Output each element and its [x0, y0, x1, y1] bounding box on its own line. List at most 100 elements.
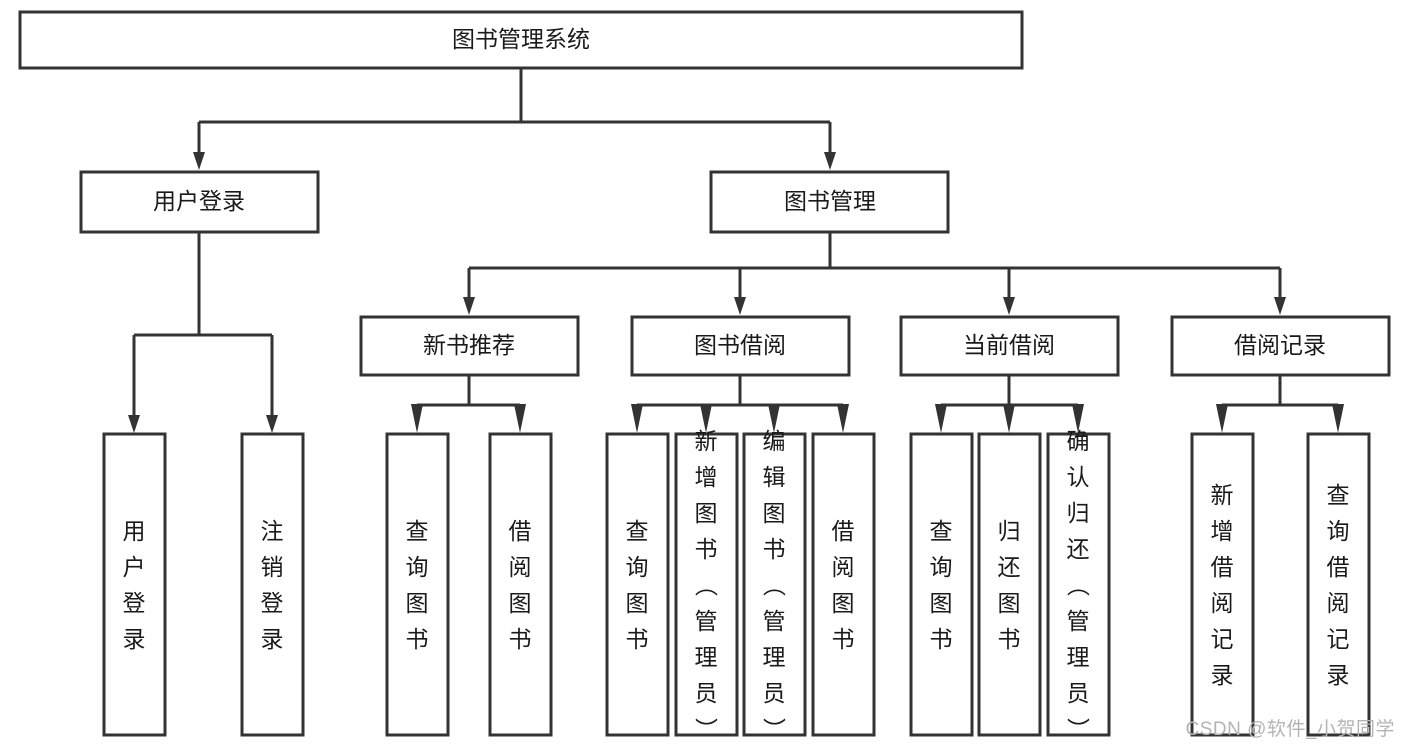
arrowhead-leaf-return-book	[1003, 404, 1015, 433]
svg-text:（: （	[761, 574, 787, 597]
svg-text:书: 书	[832, 626, 855, 652]
node-leaf-user-login[interactable]: 用户登录	[102, 432, 167, 737]
svg-text:书: 书	[509, 626, 532, 652]
node-leaf-query-book-3-box[interactable]	[909, 432, 974, 737]
arrowhead-leaf-query-book-3	[935, 404, 947, 433]
connector-layer	[128, 68, 1344, 433]
node-leaf-borrow-book-1-box[interactable]	[488, 432, 553, 737]
node-root-label: 图书管理系统	[452, 26, 590, 52]
node-leaf-add-record-box[interactable]	[1190, 432, 1255, 737]
svg-text:管: 管	[695, 608, 718, 634]
node-current-borrow-label: 当前借阅	[963, 332, 1055, 358]
svg-text:借: 借	[832, 518, 855, 544]
node-current-borrow-box[interactable]	[899, 315, 1120, 377]
svg-text:图: 图	[998, 590, 1021, 616]
arrowhead-new-book-recommend	[463, 297, 475, 315]
svg-text:书: 书	[998, 626, 1021, 652]
svg-text:辑: 辑	[763, 464, 786, 490]
arrowhead-leaf-add-record	[1216, 404, 1228, 433]
node-new-book-recommend-label: 新书推荐	[423, 332, 515, 358]
svg-text:记: 记	[1327, 626, 1350, 652]
node-borrow-record-box[interactable]	[1170, 315, 1391, 377]
svg-text:新: 新	[1211, 482, 1234, 508]
arrowhead-leaf-borrow-book-2	[837, 404, 849, 433]
node-user-login[interactable]: 用户登录	[79, 170, 320, 234]
svg-text:图: 图	[406, 590, 429, 616]
node-new-book-recommend-box[interactable]	[359, 315, 580, 377]
arrowhead-book-borrow	[734, 297, 746, 315]
node-leaf-user-login-box[interactable]	[102, 432, 167, 737]
node-new-book-recommend[interactable]: 新书推荐	[359, 315, 580, 377]
svg-text:图: 图	[695, 500, 718, 526]
svg-text:新: 新	[695, 428, 718, 454]
node-user-login-box[interactable]	[79, 170, 320, 234]
svg-text:员: 员	[763, 680, 786, 706]
node-leaf-query-book-2-box[interactable]	[605, 432, 670, 737]
node-book-borrow-box[interactable]	[630, 315, 851, 377]
svg-text:）: ）	[1065, 718, 1091, 741]
svg-text:图: 图	[763, 500, 786, 526]
svg-text:理: 理	[1067, 644, 1090, 670]
node-leaf-return-book-box[interactable]	[977, 432, 1042, 737]
node-leaf-borrow-book-2-box[interactable]	[811, 432, 876, 737]
node-current-borrow[interactable]: 当前借阅	[899, 315, 1120, 377]
svg-text:理: 理	[695, 644, 718, 670]
node-leaf-query-record-box[interactable]	[1306, 432, 1371, 737]
svg-text:增: 增	[695, 464, 718, 490]
node-book-management-box[interactable]	[709, 170, 950, 234]
svg-text:增: 增	[1211, 518, 1234, 544]
node-leaf-logout-login-box[interactable]	[240, 432, 305, 737]
svg-text:图: 图	[832, 590, 855, 616]
svg-text:借: 借	[1211, 554, 1234, 580]
arrowhead-leaf-edit-book	[768, 404, 780, 433]
node-leaf-query-book-1-box[interactable]	[385, 432, 450, 737]
node-leaf-add-book-box[interactable]	[674, 432, 739, 737]
node-leaf-confirm-return-box[interactable]	[1046, 432, 1111, 737]
svg-text:用: 用	[123, 518, 146, 544]
svg-text:图: 图	[930, 590, 953, 616]
node-user-login-label: 用户登录	[153, 188, 245, 214]
arrowhead-leaf-query-book-1	[411, 404, 423, 433]
svg-text:借: 借	[1327, 554, 1350, 580]
node-leaf-edit-book-box[interactable]	[742, 432, 807, 737]
node-borrow-record[interactable]: 借阅记录	[1170, 315, 1391, 377]
node-root[interactable]: 图书管理系统	[18, 10, 1024, 70]
arrowhead-leaf-add-book	[700, 404, 712, 433]
svg-text:认: 认	[1067, 464, 1090, 490]
svg-text:员: 员	[695, 680, 718, 706]
svg-text:确: 确	[1067, 428, 1090, 454]
node-root-box[interactable]	[18, 10, 1024, 70]
svg-text:询: 询	[406, 554, 429, 580]
svg-text:管: 管	[763, 608, 786, 634]
arrowhead-leaf-user-login	[128, 415, 140, 433]
arrowhead-current-borrow	[1003, 297, 1015, 315]
arrowhead-leaf-query-record	[1332, 404, 1344, 433]
svg-text:）: ）	[693, 718, 719, 741]
node-book-borrow[interactable]: 图书借阅	[630, 315, 851, 377]
node-book-management[interactable]: 图书管理	[709, 170, 950, 234]
node-leaf-user-login-label: 用户登录	[123, 518, 146, 652]
svg-text:查: 查	[406, 518, 429, 544]
svg-text:（: （	[693, 574, 719, 597]
